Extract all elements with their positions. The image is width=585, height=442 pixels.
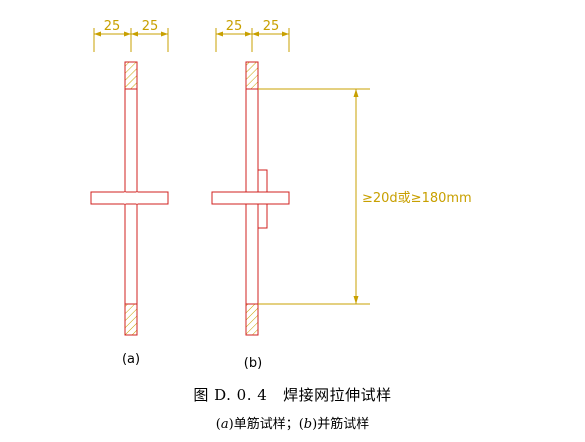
figure-number: 图 D. 0. 4 <box>193 386 268 404</box>
dim-arrow <box>124 31 131 37</box>
dimension-label-left: 25 <box>104 19 121 34</box>
dim-arrow <box>353 296 359 304</box>
dimension-label-left: 25 <box>226 19 243 34</box>
dim-arrow <box>131 31 138 37</box>
figure-subtitle: (a)单筋试样；(b)并筋试样 <box>0 413 585 432</box>
grip-bottom <box>245 303 259 336</box>
dim-arrow <box>252 31 259 37</box>
specimen-b: 25 25 ≥20d或≥180mm (b) <box>211 19 472 371</box>
transverse-bar <box>90 191 169 205</box>
dim-arrow <box>94 31 101 37</box>
specimen-a: 25 25 (a) <box>90 19 169 367</box>
dim-arrow <box>245 31 252 37</box>
length-label: ≥20d或≥180mm <box>362 191 472 206</box>
grip-bottom <box>124 303 138 336</box>
sub-a-text: )单筋试样； <box>228 417 299 432</box>
dim-arrow <box>216 31 223 37</box>
sub-b-text: )并筋试样 <box>312 417 370 432</box>
dim-arrow <box>161 31 168 37</box>
sub-a-letter: a <box>220 417 229 432</box>
dim-arrow <box>282 31 289 37</box>
dimension-label-right: 25 <box>263 19 280 34</box>
label-a: (a) <box>122 352 140 367</box>
dim-arrow <box>353 89 359 97</box>
figure-title-text: 焊接网拉伸试样 <box>283 386 392 404</box>
grip-top <box>124 61 138 90</box>
figure-title: 图 D. 0. 4 焊接网拉伸试样 <box>0 384 585 405</box>
dimension-label-right: 25 <box>142 19 159 34</box>
sub-a-open: ( <box>215 417 221 432</box>
sub-b-open: ( <box>298 417 304 432</box>
grip-top <box>245 61 259 90</box>
transverse-bar <box>211 191 290 205</box>
label-b: (b) <box>244 356 262 371</box>
sub-b-letter: b <box>303 417 313 432</box>
